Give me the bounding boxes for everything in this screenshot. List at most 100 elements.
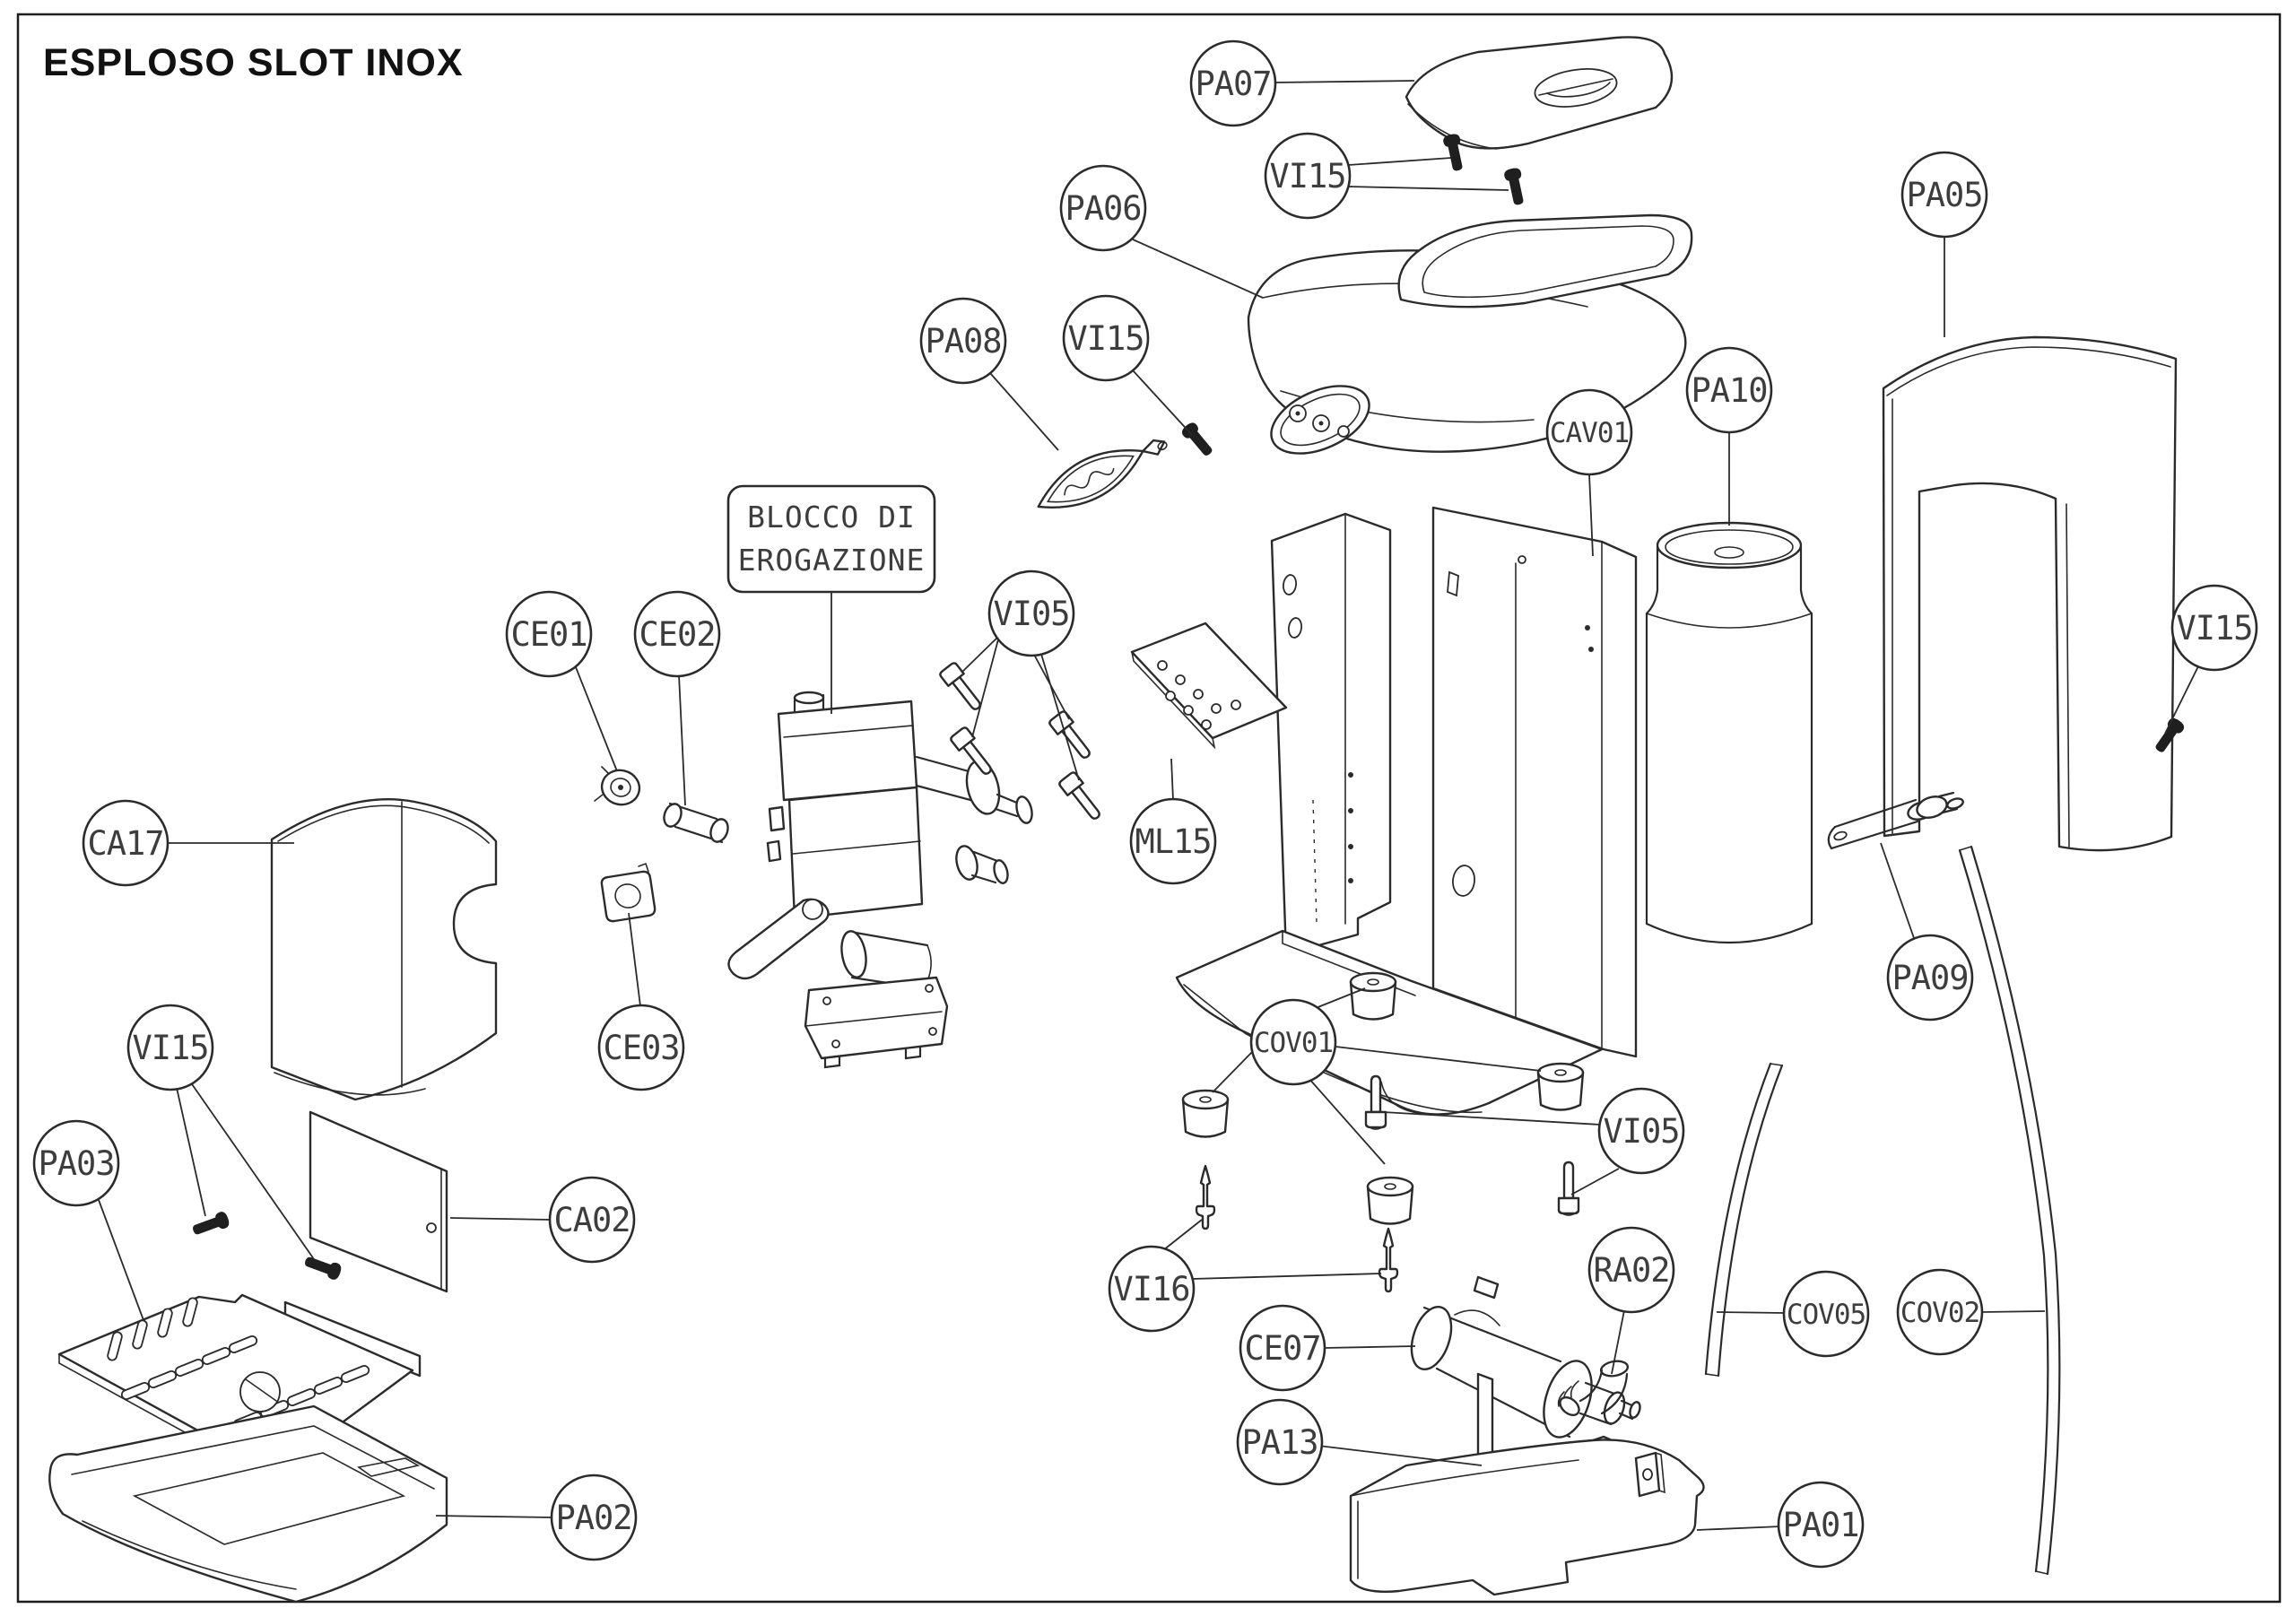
svg-text:CE07: CE07 [1244, 1329, 1320, 1368]
label-vi16: VI16 [1108, 1245, 1196, 1333]
svg-text:PA09: PA09 [1892, 959, 1968, 997]
leader-ce03 [628, 912, 641, 1007]
svg-text:VI05: VI05 [993, 595, 1069, 633]
leader-vi16-1 [1162, 1219, 1203, 1251]
leader-cav01 [1588, 474, 1594, 557]
label-pa10: PA10 [1685, 346, 1773, 434]
svg-text:VI15: VI15 [132, 1029, 208, 1067]
svg-text:VI05: VI05 [1603, 1112, 1679, 1151]
leader-pa06 [1132, 239, 1264, 299]
label-ml15: ML15 [1129, 797, 1217, 885]
svg-text:COV05: COV05 [1787, 1299, 1866, 1331]
leader-ce07 [1323, 1345, 1416, 1349]
part-pa01-base-plate [1349, 1439, 1705, 1596]
svg-text:RA02: RA02 [1593, 1251, 1669, 1290]
label-pa09: PA09 [1886, 934, 1974, 1021]
svg-text:PA08: PA08 [925, 322, 1001, 361]
svg-text:COV01: COV01 [1254, 1027, 1333, 1059]
svg-text:CE02: CE02 [639, 615, 715, 654]
svg-text:CA17: CA17 [87, 824, 163, 863]
label-ce01: CE01 [505, 590, 593, 678]
leader-pa08 [989, 372, 1059, 451]
svg-text:CE03: CE03 [603, 1029, 679, 1067]
leader-vi15-left-2 [189, 1081, 315, 1260]
label-ce03: CE03 [597, 1004, 685, 1091]
leader-vi05-1 [961, 632, 1003, 674]
svg-text:PA03: PA03 [38, 1144, 114, 1183]
leader-ce01 [575, 666, 618, 772]
part-pa07-lid [1405, 36, 1674, 150]
label-vi15-mid: VI15 [1062, 294, 1150, 382]
label-pa01: PA01 [1777, 1481, 1865, 1569]
part-pa10-canister [1645, 521, 1813, 944]
part-vi05-screws [939, 662, 1580, 1216]
label-vi05: VI05 [987, 569, 1075, 657]
part-labels: PA07 VI15 PA06 PA05 PA08 VI15 CAV01 PA10… [32, 39, 2258, 1569]
drawing-border [16, 13, 2282, 1604]
label-cov05: COV05 [1782, 1270, 1870, 1358]
svg-text:PA02: PA02 [555, 1499, 631, 1537]
label-cov01: COV01 [1249, 998, 1337, 1086]
leader-cov01-4 [1335, 1046, 1542, 1072]
label-vi15-left: VI15 [126, 1004, 214, 1091]
annotation-box [726, 484, 936, 594]
leader-vi15-top-2 [1346, 186, 1509, 191]
svg-text:CAV01: CAV01 [1550, 417, 1629, 449]
label-ra02: RA02 [1587, 1226, 1675, 1314]
leader-cov01-1 [1315, 987, 1366, 1009]
part-vi16-screws [1195, 1164, 1399, 1293]
leader-vi15-right [2164, 664, 2200, 735]
part-pa06-top-cover [1247, 213, 1693, 455]
leader-ml15 [1170, 758, 1174, 801]
part-cav01-chassis [1175, 506, 1638, 1116]
svg-text:CA02: CA02 [553, 1201, 630, 1239]
label-vi15-right: VI15 [2170, 584, 2258, 672]
svg-text:VI15: VI15 [2176, 609, 2252, 648]
label-pa03: PA03 [32, 1119, 120, 1207]
part-ra02-elbow [1557, 1360, 1630, 1417]
part-pa05-wrap-panel [1882, 335, 2178, 852]
part-ml15-plate [1130, 622, 1288, 750]
leader-vi15-mid [1132, 369, 1194, 437]
svg-text:PA13: PA13 [1241, 1423, 1318, 1462]
leader-vi05-4 [1039, 650, 1080, 781]
leader-vi05-2 [971, 639, 999, 738]
part-pa08-logo-badge [1037, 439, 1168, 509]
leader-pa03 [98, 1199, 144, 1321]
label-ce07: CE07 [1239, 1304, 1326, 1392]
part-cov05-tube [1704, 1062, 1784, 1378]
svg-text:PA10: PA10 [1691, 371, 1767, 410]
leader-pa09 [1880, 842, 1915, 939]
leader-pa07 [1274, 80, 1415, 83]
part-pa02-drip-tray [48, 1404, 448, 1604]
leader-ca02 [449, 1217, 552, 1221]
leader-vi05-base-1 [1382, 1111, 1601, 1126]
label-pa08: PA08 [919, 297, 1007, 385]
label-ca02: CA02 [548, 1176, 636, 1264]
leader-vi15-top-1 [1347, 157, 1452, 166]
part-ce03-switch [600, 862, 657, 923]
label-pa05: PA05 [1900, 151, 1988, 239]
parts-drawing [48, 36, 2185, 1604]
leader-vi05-base-2 [1570, 1168, 1620, 1195]
svg-text:ML15: ML15 [1135, 822, 1211, 861]
svg-text:PA07: PA07 [1195, 65, 1271, 103]
part-vi15-screws [193, 134, 2185, 1280]
svg-text:VI16: VI16 [1113, 1270, 1189, 1308]
label-vi15-top: VI15 [1264, 132, 1352, 220]
leader-pa02 [435, 1515, 553, 1518]
label-pa06: PA06 [1059, 164, 1147, 252]
label-pa07: PA07 [1189, 39, 1277, 127]
leader-cov01-2 [1212, 1050, 1254, 1093]
part-ca17-cover [270, 798, 498, 1101]
part-pa09-spout [1827, 791, 1964, 850]
annotation-line1: BLOCCO DI [747, 500, 916, 535]
leader-ra02 [1611, 1309, 1625, 1375]
label-cav01: CAV01 [1545, 388, 1633, 476]
annotation-line2: EROGAZIONE [738, 543, 926, 578]
part-brew-unit [727, 691, 1033, 1069]
annotation-blocco-di-erogazione: BLOCCO DI EROGAZIONE [726, 484, 936, 594]
svg-text:VI15: VI15 [1067, 319, 1144, 358]
